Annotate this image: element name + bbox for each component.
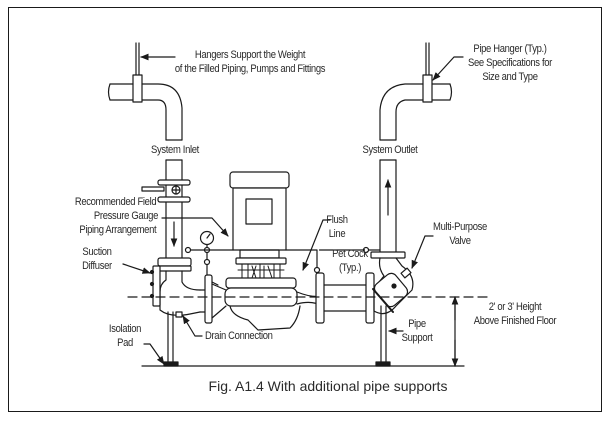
label-line: Recommended Field [74, 196, 157, 208]
pipe-hanger-label: Pipe Hanger (Typ.) See Specifications fo… [463, 42, 558, 84]
label-line: (Typ.) [338, 262, 362, 274]
label-line: Isolation [108, 323, 142, 335]
discharge-pipe [315, 272, 375, 324]
figure-frame [8, 7, 602, 412]
left-pipe-hanger [132, 42, 143, 103]
drain-connection-leader-arrow [182, 315, 203, 337]
hangers-support-label: Hangers Support the Weight of the Filled… [164, 48, 336, 76]
isolation-pad-leader-arrow [143, 343, 165, 365]
label-line: Pipe Hanger (Typ.) [473, 43, 547, 55]
flush-line-label: Flush Line [316, 213, 359, 241]
drain-connection-label: Drain Connection [205, 330, 273, 342]
figure-caption: Fig. A1.4 With additional pipe supports [0, 378, 616, 394]
system-outlet-label: System Outlet [362, 144, 418, 156]
label-line: of the Filled Piping, Pumps and Fittings [174, 63, 326, 75]
label-line: See Specifications for [468, 57, 552, 69]
label-line: Hangers Support the Weight [194, 49, 306, 61]
label-line: Multi-Purpose [433, 221, 487, 233]
outlet-elbow-pipe [379, 83, 453, 141]
label-line: Above Finished Floor [473, 315, 557, 327]
left-pipe-support [163, 311, 179, 367]
suction-diffuser-leader-arrow [122, 263, 151, 274]
label-line: Pressure Gauge [93, 210, 158, 222]
suction-diffuser [149, 265, 201, 318]
system-inlet-label: System Inlet [151, 144, 199, 156]
label-line: Pet Cock [332, 248, 368, 260]
outlet-vertical-pipe [370, 159, 406, 259]
right-pipe-support [375, 305, 391, 367]
label-line: Support [401, 332, 433, 344]
flush-line-leader-arrow [302, 219, 331, 271]
multi-purpose-valve-label: Multi-Purpose Valve [426, 220, 495, 248]
label-line: Size and Type [482, 71, 538, 83]
suction-diffuser-label: Suction Diffuser [67, 245, 127, 273]
pressure-gauge-piping [184, 230, 234, 276]
pipe-support-label: Pipe Support [396, 317, 439, 345]
label-line: Valve [449, 235, 471, 247]
suction-pipe-flange [199, 274, 213, 324]
label-line: Suction [82, 246, 112, 258]
inlet-vertical-pipe [141, 159, 192, 272]
right-pipe-hanger [422, 42, 433, 103]
pressure-gauge-leader-arrow [161, 217, 229, 237]
pump-motor [229, 171, 290, 279]
label-line: 2' or 3' Height [488, 301, 542, 313]
inlet-elbow-pipe [107, 83, 183, 141]
isolation-pad-label: Isolation Pad [99, 322, 151, 350]
label-line: Piping Arrangement [79, 224, 157, 236]
label-line: Pad [117, 337, 133, 349]
pet-cock-label: Pet Cock (Typ.) [320, 247, 380, 275]
multi-purpose-valve [372, 257, 414, 315]
pipe-hanger-leader-arrow [432, 56, 464, 81]
label-line: Line [328, 228, 346, 240]
height-above-floor-label: 2' or 3' Height Above Finished Floor [468, 300, 563, 328]
multi-purpose-valve-leader-arrow [411, 235, 434, 269]
label-line: Flush [326, 214, 348, 226]
pump-casing [211, 277, 323, 331]
flush-line [285, 246, 381, 274]
figure-caption-text: Fig. A1.4 With additional pipe supports [208, 378, 448, 394]
pressure-gauge-label: Recommended Field Pressure Gauge Piping … [31, 195, 159, 237]
label-line: Pipe [408, 318, 426, 330]
label-line: Diffuser [82, 260, 112, 272]
